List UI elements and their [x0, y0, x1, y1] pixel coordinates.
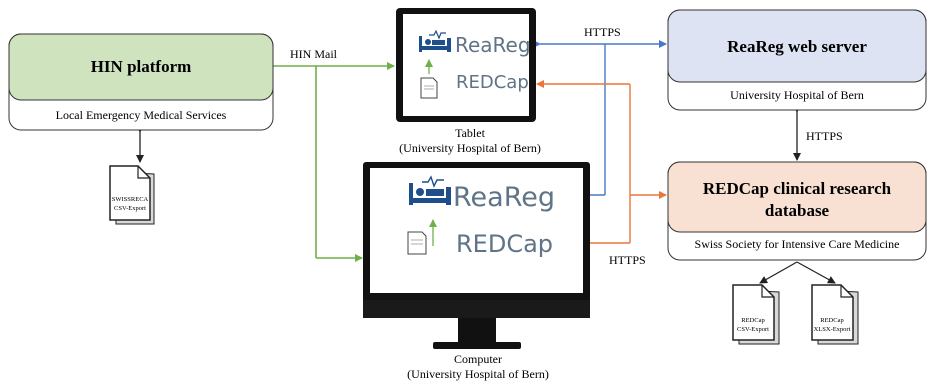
https-label-top: HTTPS	[584, 25, 621, 39]
redcap-db-title-line1: REDCap clinical research	[703, 179, 892, 198]
hin-platform-box: HIN platform Local Emergency Medical Ser…	[8, 33, 274, 131]
tablet-caption-line1: Tablet	[455, 126, 485, 140]
https-label-bottom: HTTPS	[609, 253, 646, 267]
computer-caption-line1: Computer	[454, 352, 502, 366]
hin-mail-label: HIN Mail	[290, 47, 338, 61]
tablet-device: ReaReg REDCap	[396, 8, 536, 122]
redcap-db-box: REDCap clinical research database Swiss …	[667, 161, 927, 261]
redcap-csv-doc-line2: CSV-Export	[737, 326, 769, 333]
computer-reareg-label: ReaReg	[453, 182, 555, 213]
redcap-xlsx-doc-line2: XLSX-Export	[814, 326, 851, 333]
tablet-caption-line2: (University Hospital of Bern)	[399, 141, 541, 155]
https-label-middle: HTTPS	[806, 129, 843, 143]
redcap-db-title-line2: database	[765, 201, 830, 220]
redcap-xlsx-doc-line1: REDCap	[820, 317, 843, 324]
reareg-server-subtitle: University Hospital of Bern	[730, 88, 864, 102]
swissreca-document: SWISSRECA CSV-Export	[109, 165, 155, 225]
redcap-db-subtitle: Swiss Society for Intensive Care Medicin…	[695, 237, 900, 251]
redcap-csv-document: REDCap CSV-Export	[732, 284, 780, 345]
hin-platform-subtitle: Local Emergency Medical Services	[56, 108, 227, 122]
computer-redcap-label: REDCap	[456, 230, 553, 258]
redcap-csv-doc-line1: REDCap	[741, 317, 764, 324]
tablet-reareg-label: ReaReg	[455, 33, 531, 57]
computer-reareg-bed-icon	[409, 175, 451, 205]
swissreca-doc-line2: CSV-Export	[114, 205, 146, 212]
swissreca-doc-line1: SWISSRECA	[112, 196, 149, 203]
computer-monitor: ReaReg REDCap	[363, 162, 590, 349]
redcap-export-connectors	[759, 261, 836, 284]
reareg-server-box: ReaReg web server University Hospital of…	[667, 9, 927, 111]
tablet-doc-icon	[420, 59, 438, 99]
hin-platform-title: HIN platform	[91, 57, 192, 76]
computer-doc-icon	[407, 219, 437, 255]
tablet-redcap-label: REDCap	[456, 72, 529, 93]
computer-caption-line2: (University Hospital of Bern)	[407, 367, 549, 381]
redcap-xlsx-document: REDCap XLSX-Export	[811, 284, 859, 345]
reareg-bed-icon	[419, 29, 451, 52]
reareg-server-title: ReaReg web server	[727, 37, 867, 56]
hin-mail-connector	[272, 62, 395, 262]
